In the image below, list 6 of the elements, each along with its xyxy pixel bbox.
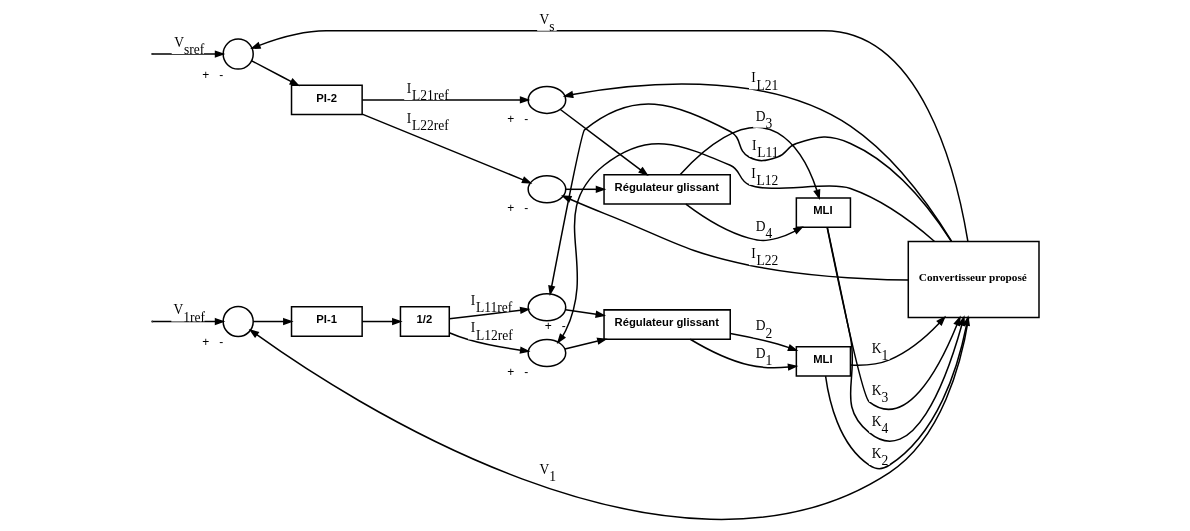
node-label: + -: [201, 335, 223, 350]
node-label: + -: [201, 67, 223, 82]
node-label: + -: [544, 319, 566, 334]
node-label: + -: [506, 112, 528, 127]
node-label: + -: [506, 201, 528, 216]
node-label: + -: [506, 365, 528, 380]
